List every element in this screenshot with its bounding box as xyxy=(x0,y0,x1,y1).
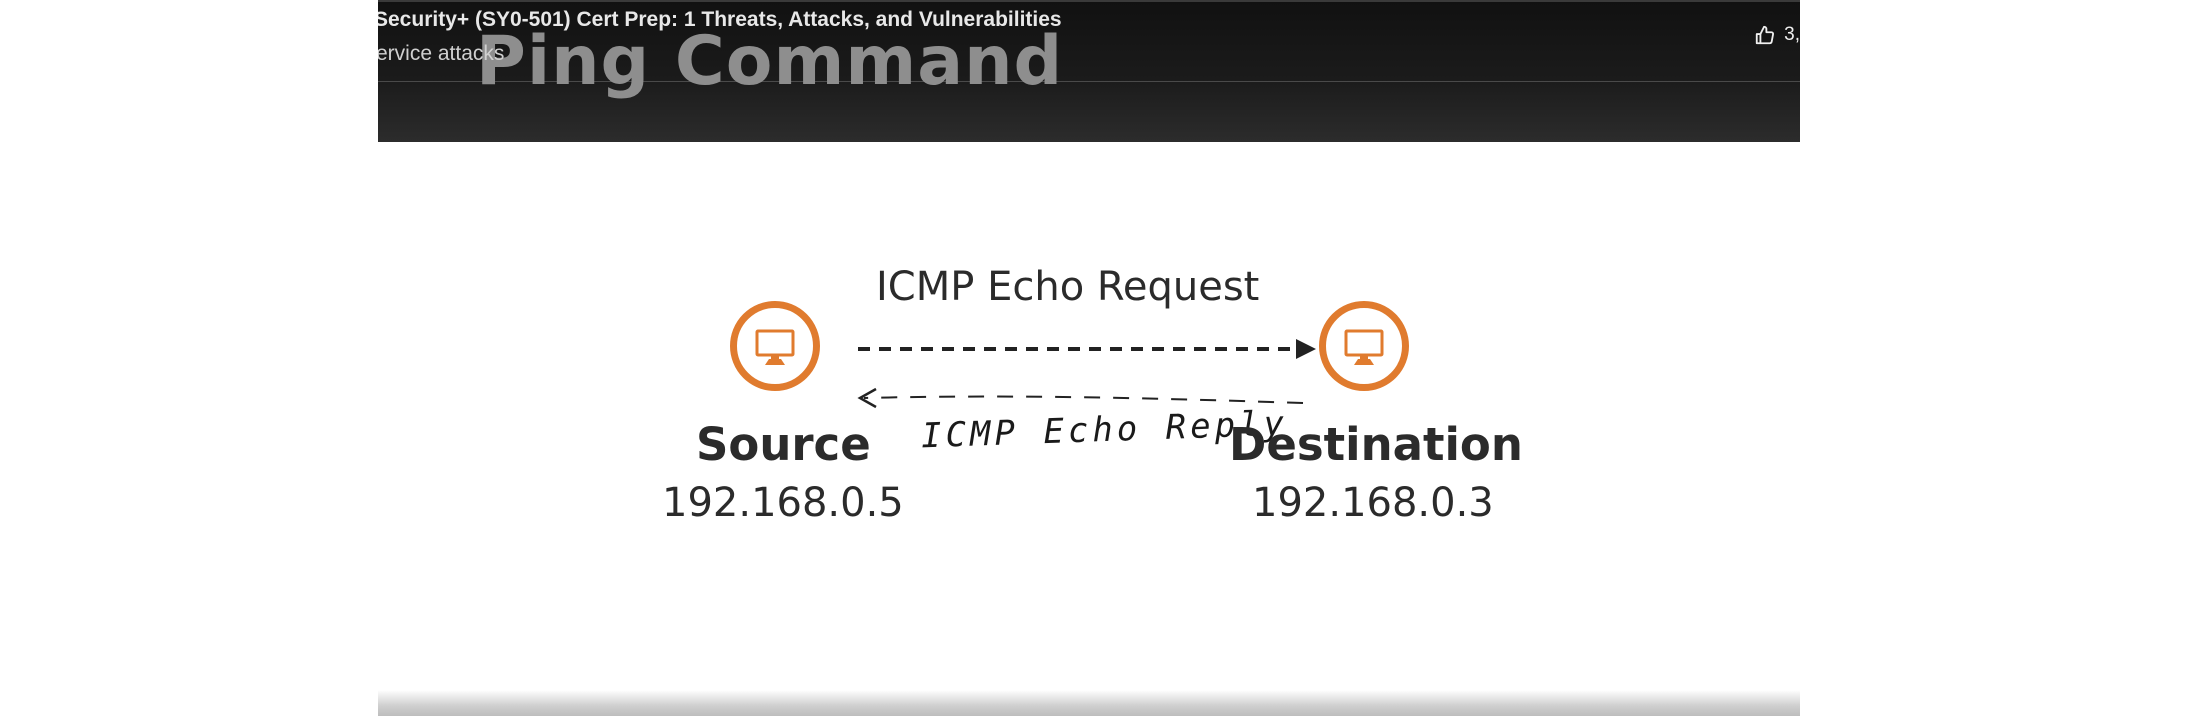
player-bottom-edge xyxy=(378,690,1800,716)
source-ip: 192.168.0.5 xyxy=(662,480,904,526)
destination-computer-icon xyxy=(1319,301,1409,391)
echo-reply-arrowhead xyxy=(857,387,877,409)
header-divider xyxy=(378,81,1800,82)
monitor-icon xyxy=(1344,329,1384,365)
slide-title: Ping Command xyxy=(476,22,1064,101)
thumbs-up-icon xyxy=(1755,25,1775,45)
source-computer-icon xyxy=(730,301,820,391)
like-button[interactable]: 3, xyxy=(1754,24,1800,46)
slide-header: Ping Command Security+ (SY0-501) Cert Pr… xyxy=(378,0,1800,142)
echo-request-label: ICMP Echo Request xyxy=(876,264,1260,310)
echo-reply-arrow xyxy=(863,395,1304,404)
arrow-layer xyxy=(857,339,1316,409)
source-label: Source xyxy=(696,418,871,471)
course-title-link[interactable]: Security+ (SY0-501) Cert Prep: 1 Threats… xyxy=(378,8,1062,31)
ping-diagram: ICMP Echo Request ICMP Echo Reply Source… xyxy=(378,140,1800,700)
destination-ip: 192.168.0.3 xyxy=(1252,480,1494,526)
destination-label: Destination xyxy=(1229,418,1523,471)
monitor-icon xyxy=(755,329,795,365)
chapter-title-link[interactable]: ervice attacks xyxy=(378,42,505,65)
like-count: 3, xyxy=(1784,24,1800,45)
video-player[interactable]: Ping Command Security+ (SY0-501) Cert Pr… xyxy=(378,0,1800,716)
echo-request-arrowhead xyxy=(1296,339,1316,359)
